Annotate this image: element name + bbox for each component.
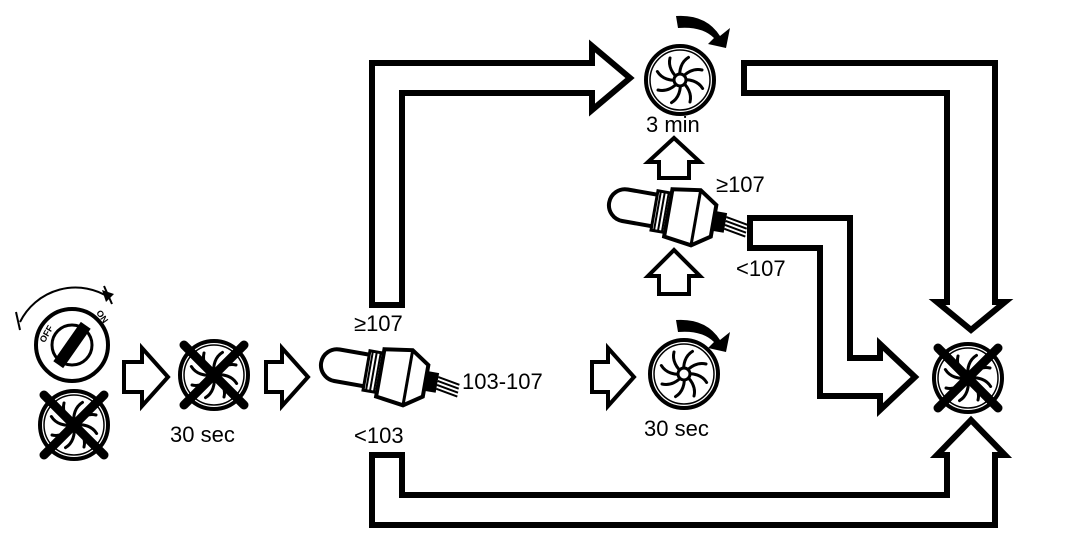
hollow-arrow-icon [643, 247, 705, 296]
fan-icon [646, 46, 714, 114]
fan-off-icon [934, 344, 1002, 412]
hollow-arrow-icon [590, 342, 637, 412]
hollow-arrow-icon [741, 60, 1014, 334]
fan-off-icon [180, 341, 248, 409]
threshold-mid-label: 103-107 [462, 369, 543, 394]
rotation-arrow-icon [676, 319, 730, 352]
hollow-arrow-icon [747, 215, 920, 417]
fan-icon [650, 340, 718, 408]
rotation-arrow-icon [676, 15, 730, 49]
threshold-high-label: ≥107 [354, 311, 403, 336]
threshold-low-label: <103 [354, 423, 404, 448]
delay-after-off-label: 30 sec [170, 422, 235, 447]
recheck-low-label: <107 [736, 256, 786, 281]
ignition-switch-icon: OFF ON [15, 285, 114, 383]
recheck-high-label: ≥107 [716, 172, 765, 197]
hollow-arrow-icon [642, 135, 706, 180]
hollow-arrow-icon [369, 415, 1013, 528]
fan-off-icon [40, 391, 108, 459]
run-long-label: 3 min [646, 112, 700, 137]
hollow-arrow-icon [369, 39, 635, 308]
hollow-arrow-icon [122, 342, 171, 412]
hollow-arrow-icon [264, 342, 311, 412]
run-short-label: 30 sec [644, 416, 709, 441]
temperature-sensor-icon [314, 332, 466, 417]
